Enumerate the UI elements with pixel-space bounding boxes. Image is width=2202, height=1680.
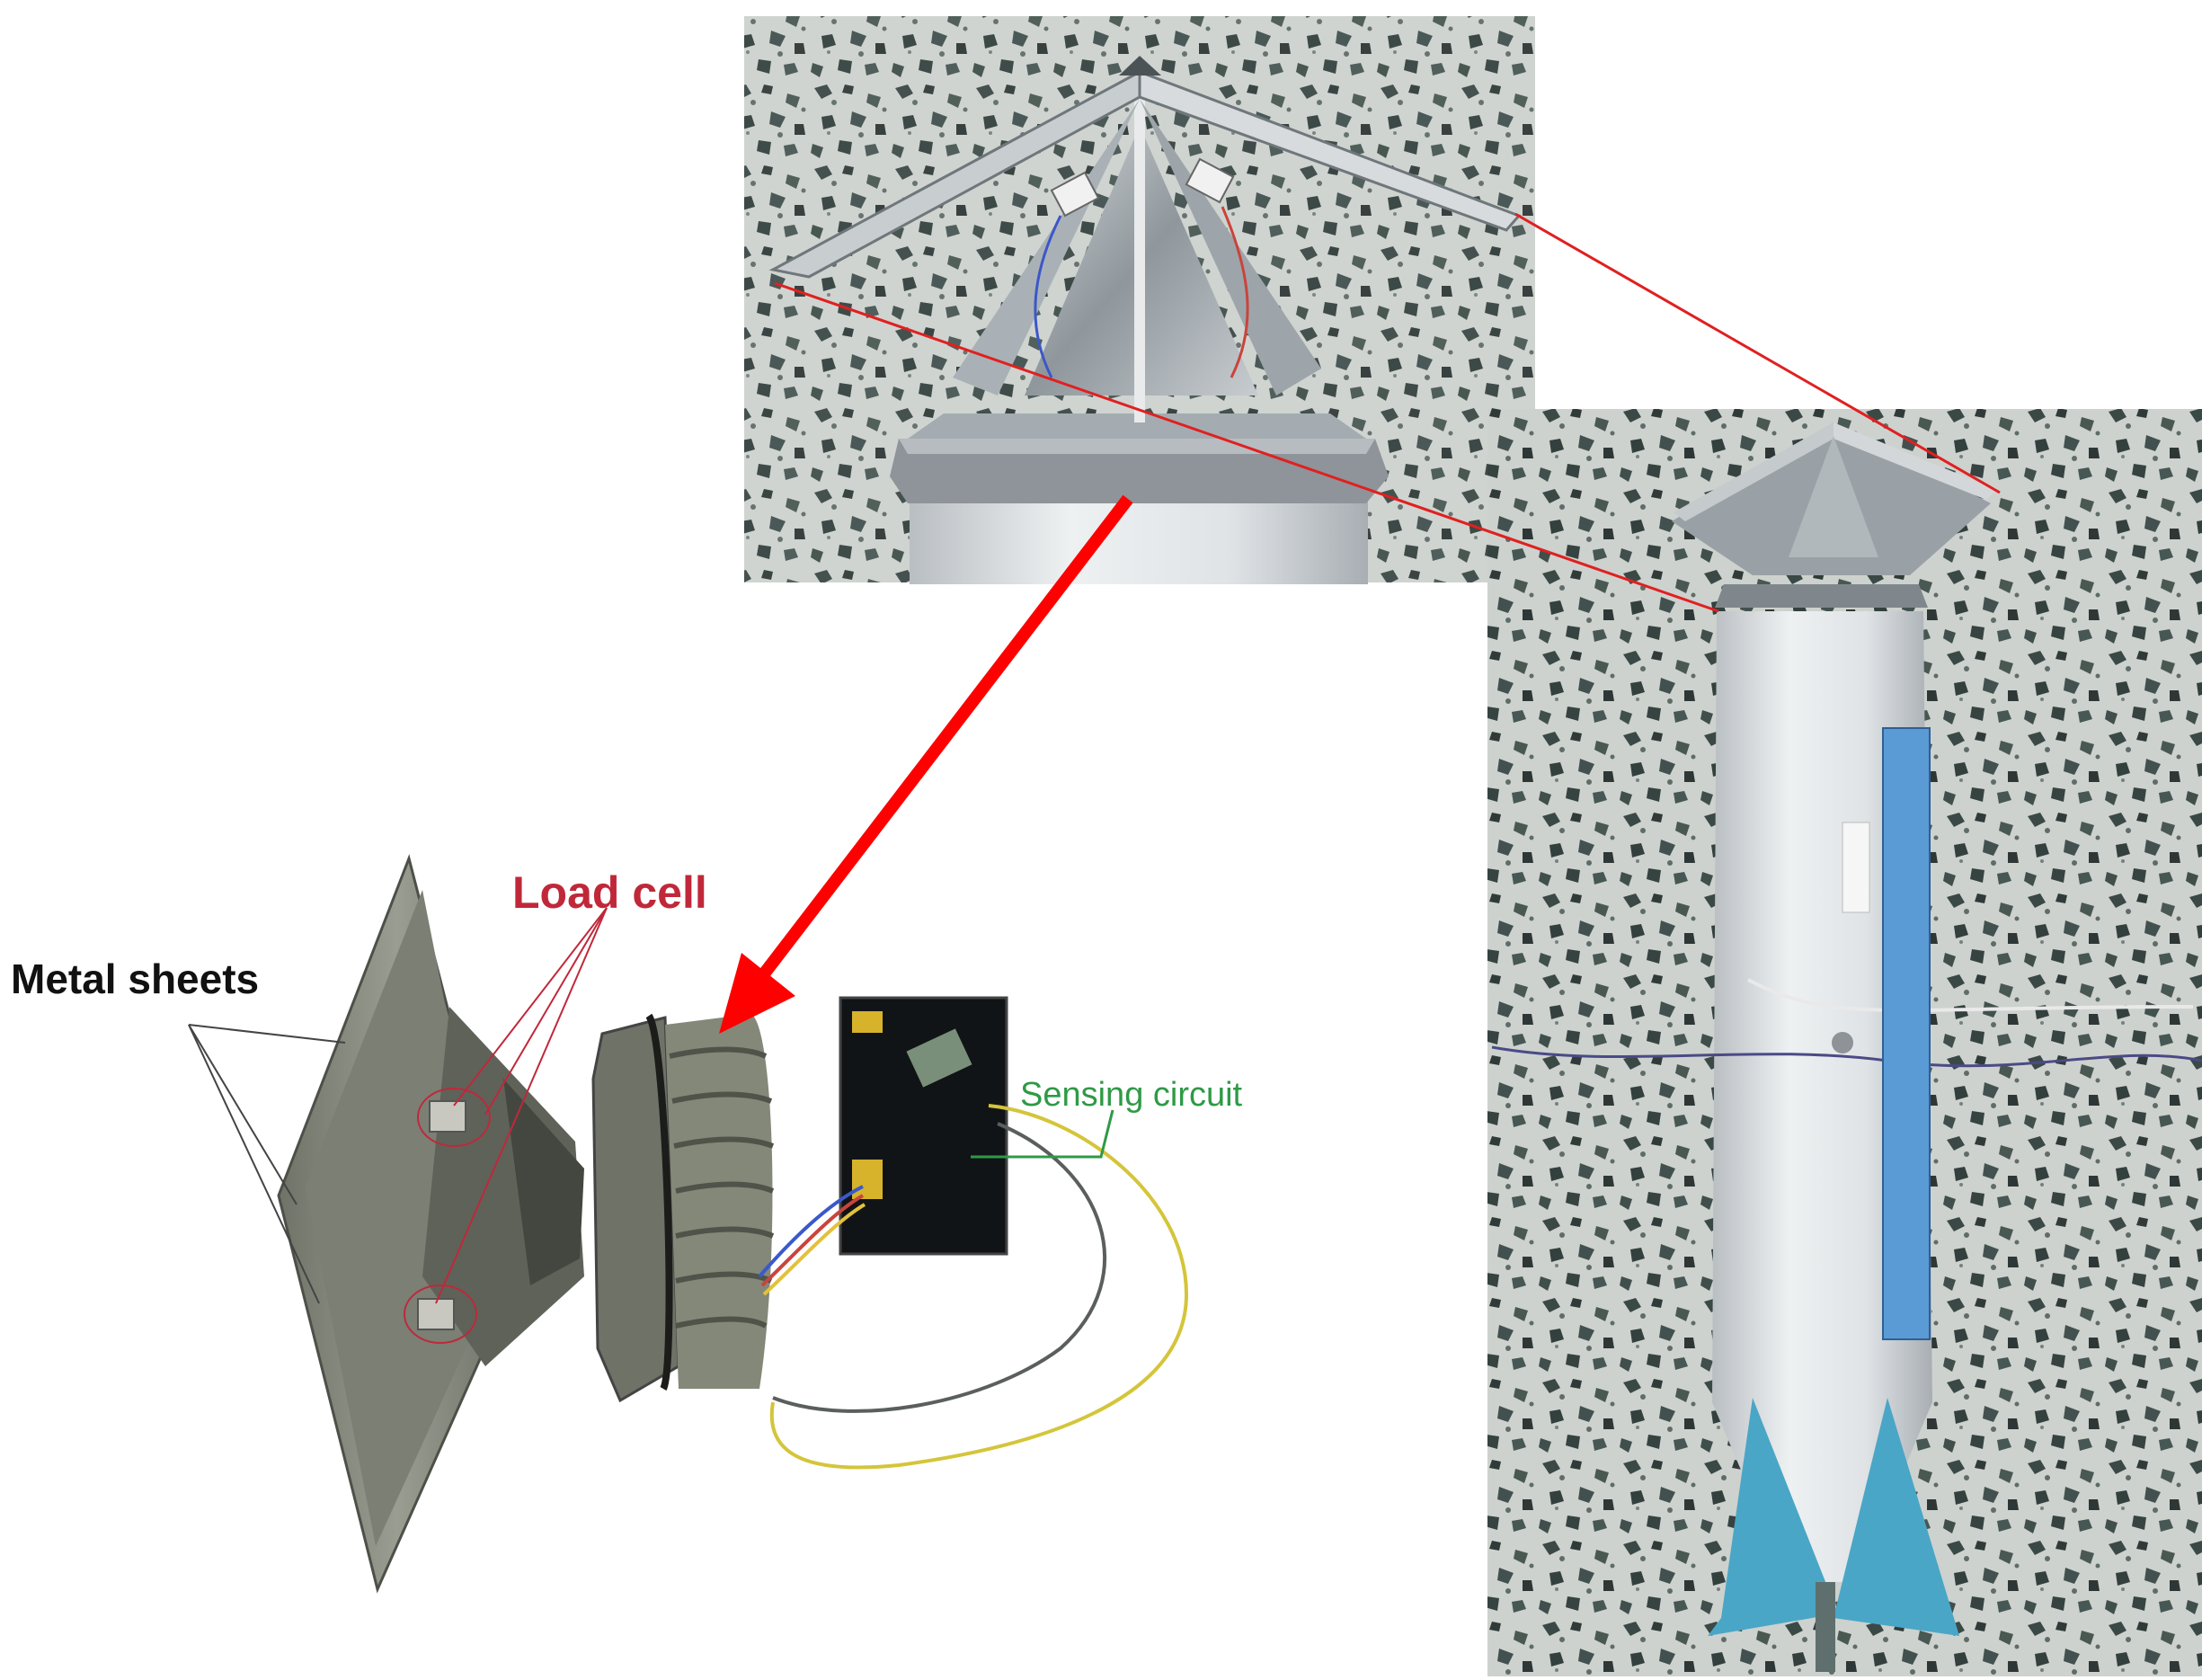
right-photo <box>1487 409 2202 1676</box>
metal-sheets-label: Metal sheets <box>11 956 259 1002</box>
connector-line-upper <box>1514 212 2001 494</box>
sensing-circuit-label: Sensing circuit <box>1020 1076 1243 1114</box>
load-cell-pointer <box>404 907 608 1344</box>
metal-sheets-pointer <box>188 1024 346 1304</box>
top-photo <box>744 16 1535 584</box>
load-cell-label: Load cell <box>512 867 707 918</box>
sensing-circuit-pointer <box>971 1109 1114 1159</box>
arrow-down-left-icon <box>719 494 1133 1034</box>
exploded-view-photo <box>277 854 1189 1594</box>
connector-line-lower <box>774 281 1719 613</box>
connector-lines <box>774 212 2001 613</box>
